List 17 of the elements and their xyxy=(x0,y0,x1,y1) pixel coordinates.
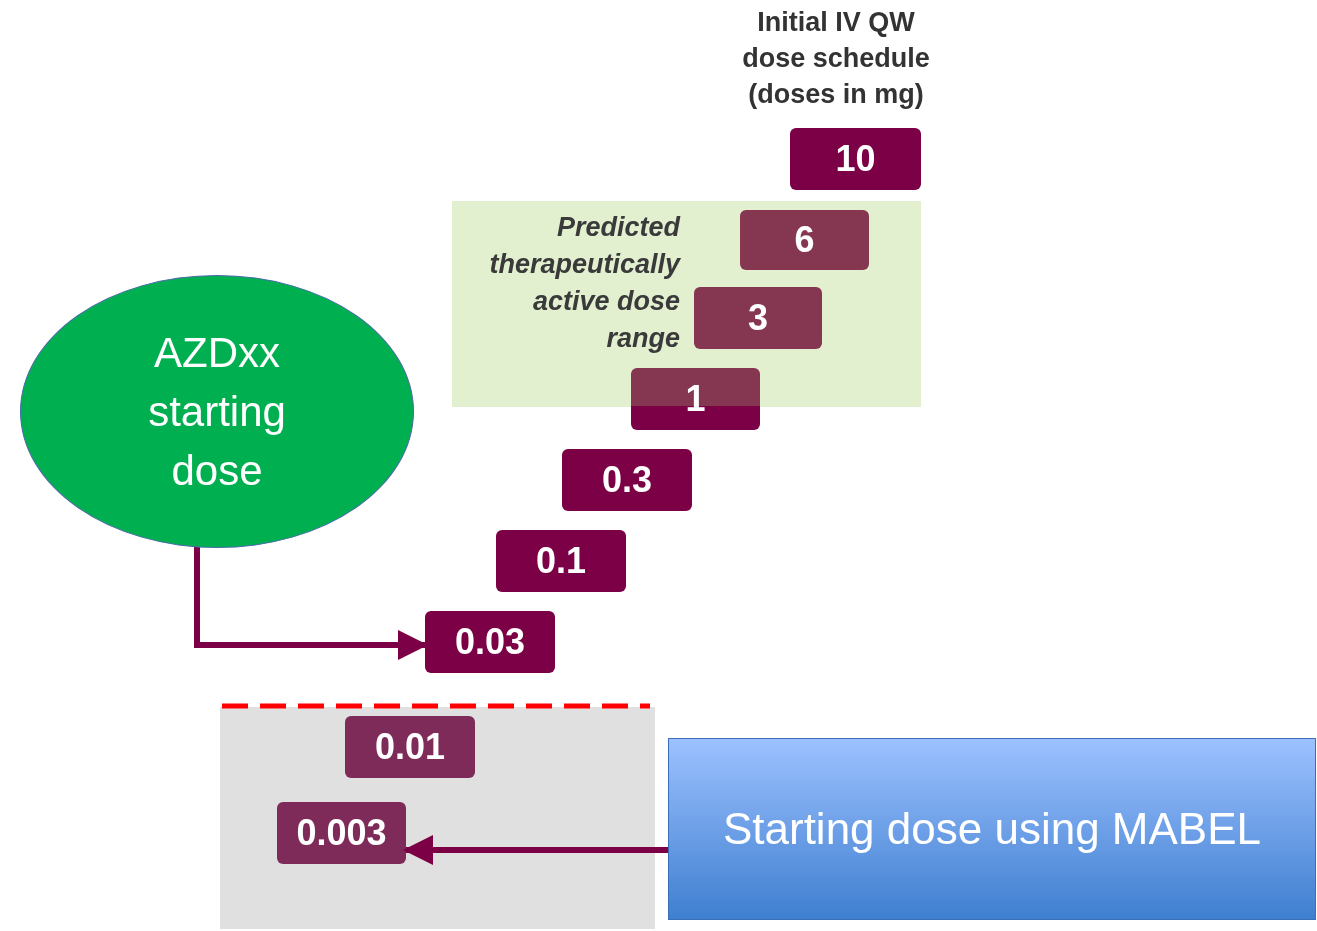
dose-box: 0.1 xyxy=(496,530,626,592)
schedule-heading: Initial IV QW dose schedule (doses in mg) xyxy=(741,6,931,111)
dose-box: 0.03 xyxy=(425,611,555,673)
arrow xyxy=(403,835,668,865)
dose-box: 0.003 xyxy=(277,802,406,864)
dose-box: 10 xyxy=(790,128,921,190)
arrow xyxy=(194,546,428,660)
starting-dose-box xyxy=(668,738,1316,920)
node-label: Starting dose using MABEL xyxy=(722,804,1262,854)
dose-box: 0.01 xyxy=(345,716,475,778)
shaded-region xyxy=(220,707,655,929)
dose-box: 6 xyxy=(740,210,869,270)
dose-box: 1 xyxy=(631,368,760,430)
dose-box: 0.3 xyxy=(562,449,692,511)
node-label: AZDxx starting dose xyxy=(147,328,287,496)
dose-box: 3 xyxy=(694,287,822,349)
range-label: Predicted therapeutically active dose range xyxy=(488,211,680,355)
